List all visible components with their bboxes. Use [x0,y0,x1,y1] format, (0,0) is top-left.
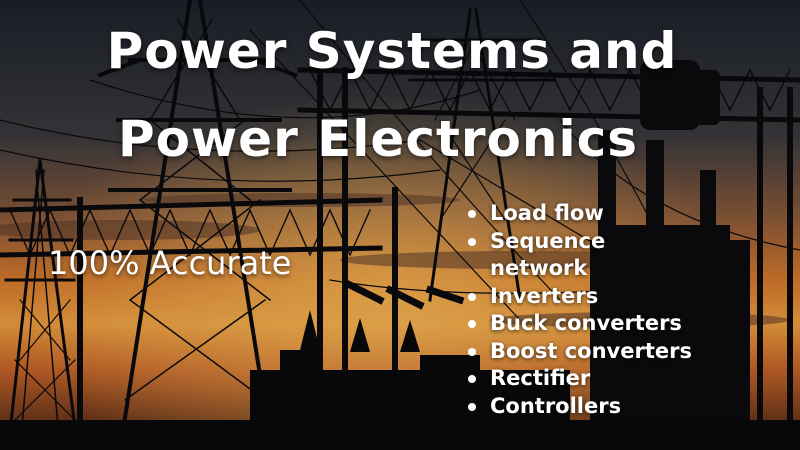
bullet-icon [468,292,476,301]
bullet-icon [468,375,476,383]
feature-label: Rectifier [490,366,591,390]
feature-item: Inverters [466,283,692,311]
feature-item: Boost converters [466,338,692,366]
bullet-icon [468,210,476,218]
bullet-icon [468,237,476,246]
feature-item: Sequence network [466,228,640,283]
feature-item: Buck converters [466,310,692,338]
bullet-icon [468,320,476,328]
feature-label: Load flow [490,201,604,225]
accuracy-tagline: 100% Accurate [48,244,292,282]
feature-label: Boost converters [490,338,692,363]
feature-item: Rectifier [466,365,692,393]
feature-list: Load flow Sequence network Inverters Buc… [466,200,692,420]
feature-item: Load flow [466,200,692,228]
feature-item: Controllers [466,393,692,421]
bullet-icon [468,402,476,411]
feature-label: Inverters [490,283,599,308]
title-line-1: Power Systems and [106,22,678,80]
feature-label: Buck converters [490,311,682,335]
bullet-icon [468,347,476,356]
feature-label: Controllers [490,393,622,418]
title-line-2: Power Electronics [117,110,639,168]
feature-label: Sequence network [490,228,606,281]
